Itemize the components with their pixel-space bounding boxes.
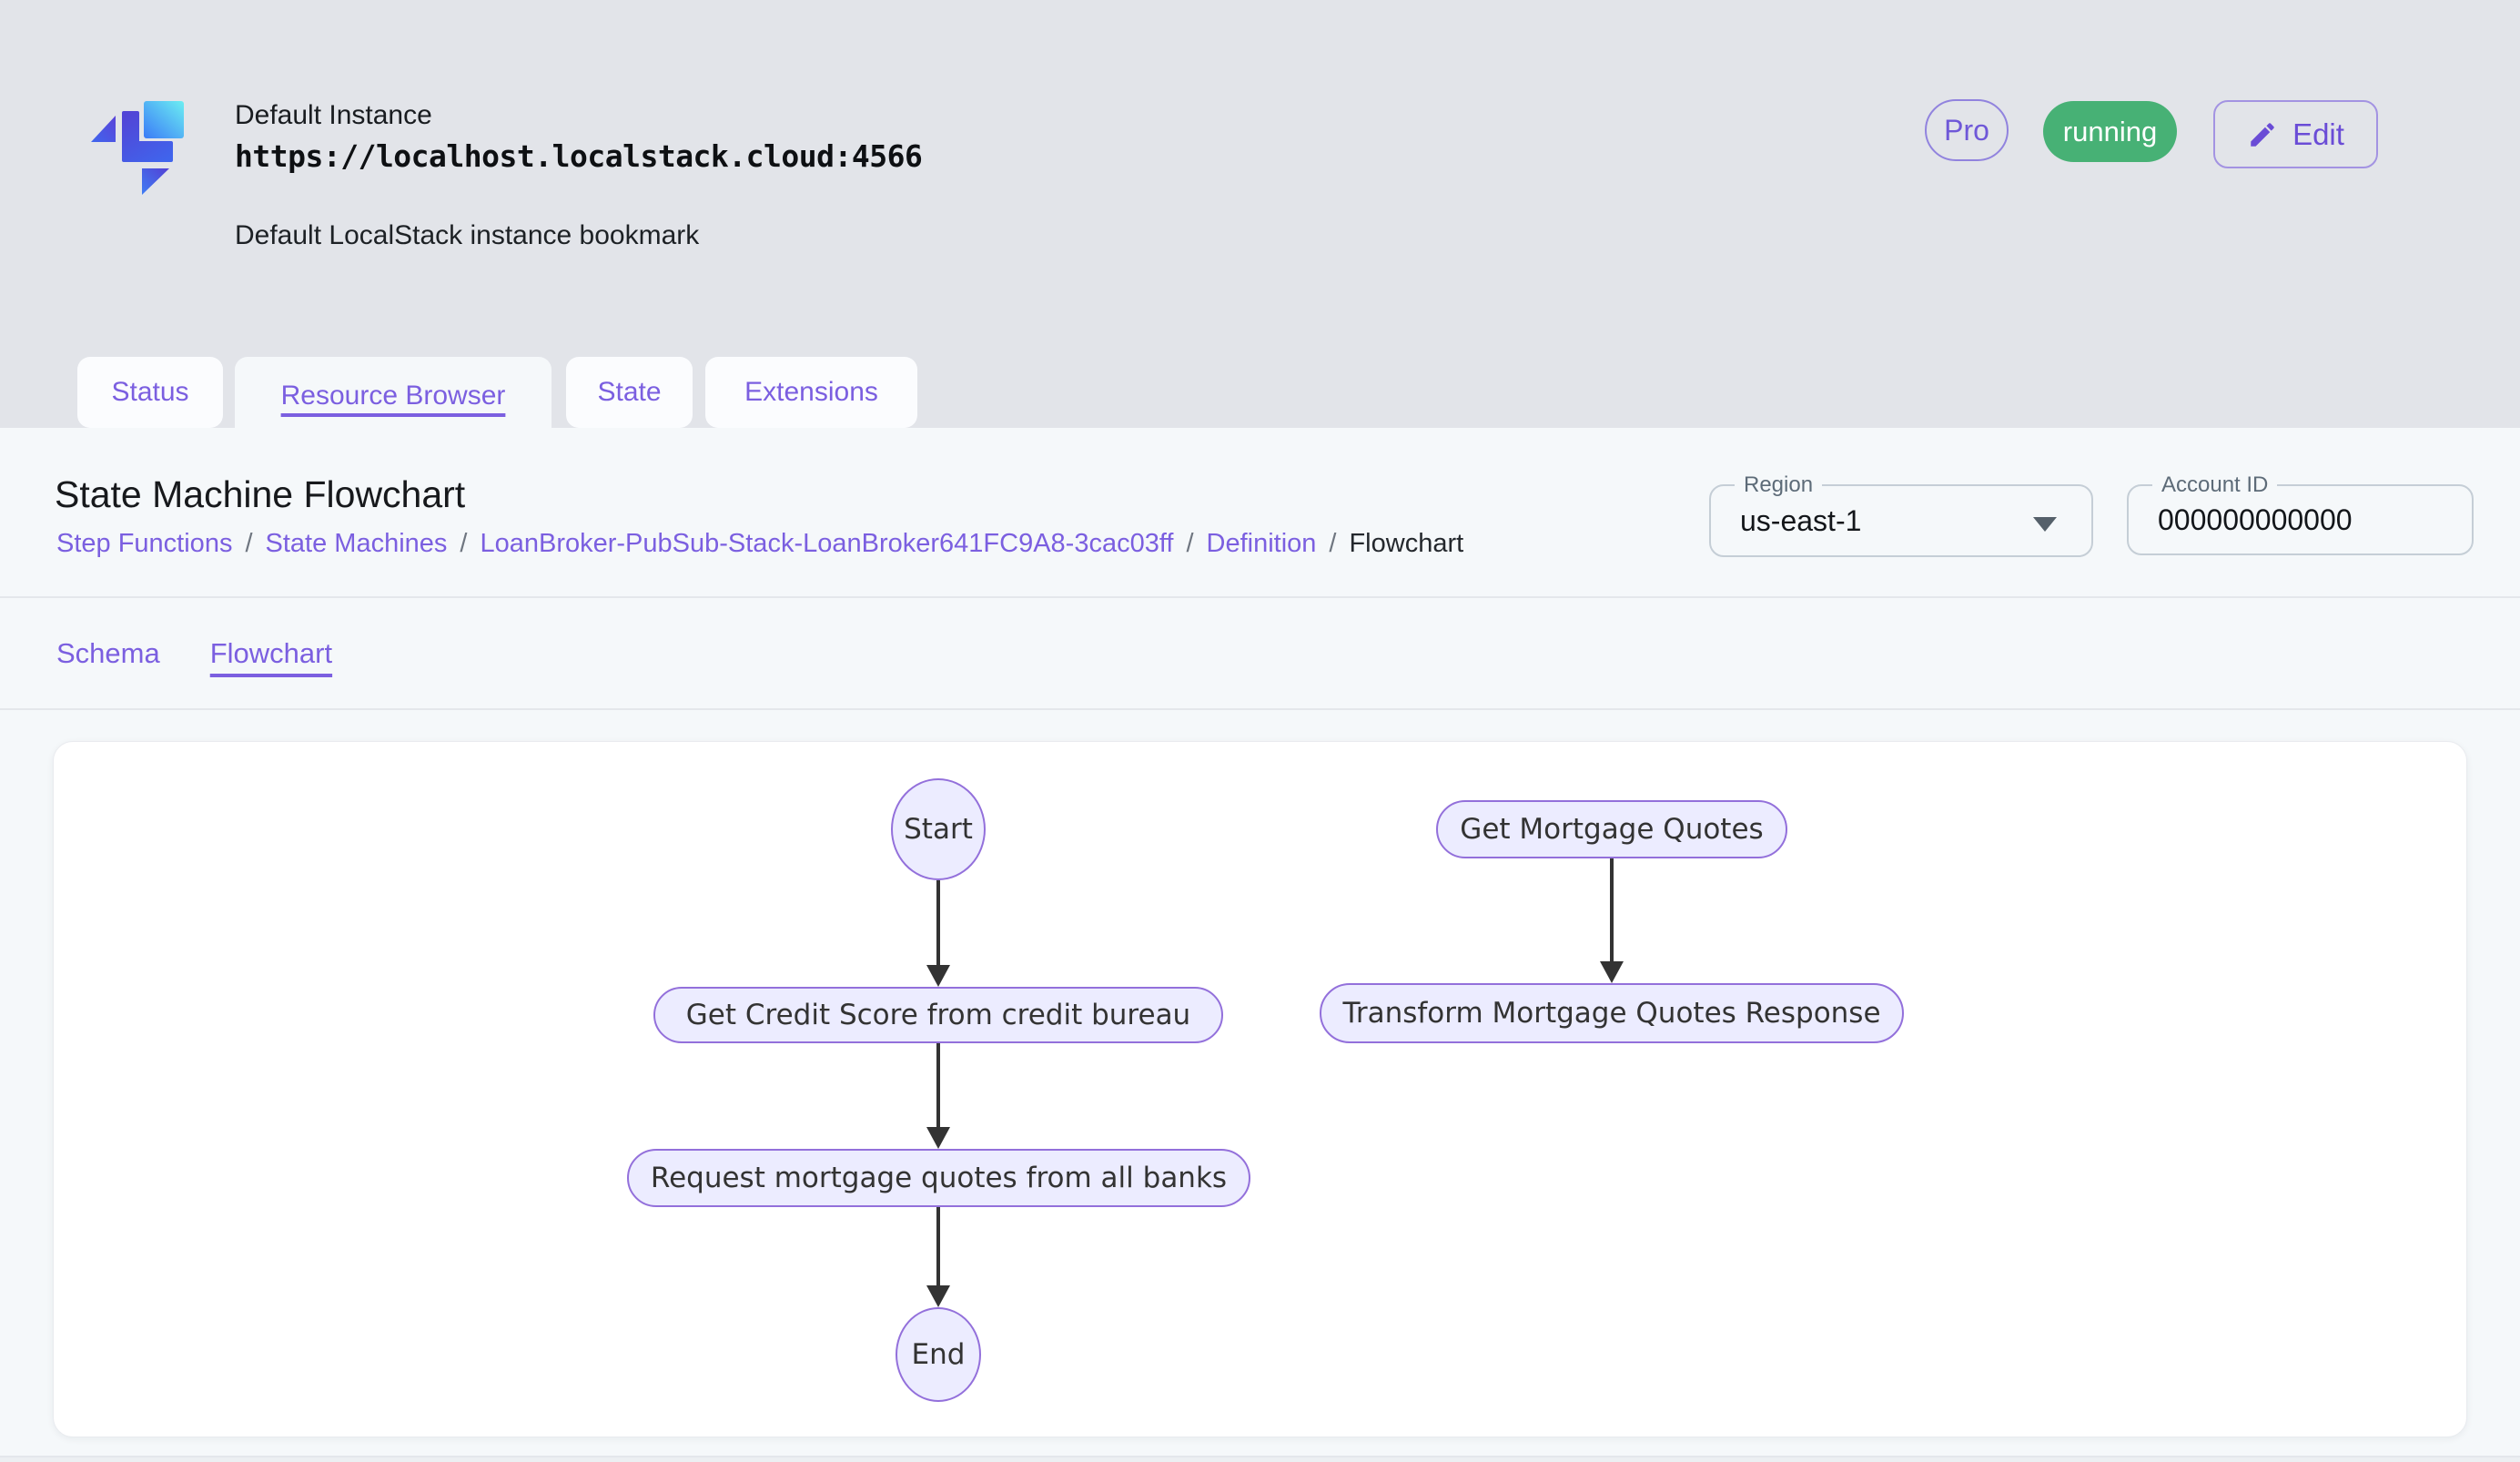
tab-status[interactable]: Status — [77, 357, 223, 428]
tab-status-label: Status — [111, 377, 189, 407]
chevron-down-icon — [2033, 517, 2057, 532]
instance-description: Default LocalStack instance bookmark — [235, 220, 700, 250]
breadcrumb-separator: / — [245, 529, 253, 558]
instance-name: Default Instance — [235, 100, 432, 130]
breadcrumb-state-machine-name[interactable]: LoanBroker-PubSub-Stack-LoanBroker641FC9… — [480, 529, 1174, 558]
flowchart-node-get-mortgage-quotes-label: Get Mortgage Quotes — [1460, 813, 1764, 846]
flowchart-node-end-label: End — [911, 1338, 966, 1371]
account-id-input[interactable] — [2129, 486, 2472, 553]
edit-button-label: Edit — [2292, 117, 2344, 151]
tab-extensions[interactable]: Extensions — [705, 357, 917, 428]
bottom-strip — [0, 1457, 2520, 1462]
tab-state[interactable]: State — [566, 357, 693, 428]
instance-url: https://localhost.localstack.cloud:4566 — [235, 138, 923, 174]
flowchart-edges — [926, 858, 1624, 1307]
region-select[interactable]: Region us-east-1 — [1709, 472, 2093, 557]
breadcrumb-state-machines[interactable]: State Machines — [265, 529, 448, 558]
subtab-schema[interactable]: Schema — [56, 637, 160, 669]
tab-resource-browser-label: Resource Browser — [280, 381, 506, 411]
flowchart-node-request-quotes: Request mortgage quotes from all banks — [627, 1149, 1250, 1207]
tab-resource-browser[interactable]: Resource Browser — [235, 357, 552, 435]
breadcrumb-separator: / — [1329, 529, 1337, 558]
flowchart-node-start-label: Start — [904, 813, 973, 846]
breadcrumb-current-flowchart: Flowchart — [1349, 529, 1464, 558]
breadcrumb-separator: / — [1186, 529, 1194, 558]
flowchart-node-request-quotes-label: Request mortgage quotes from all banks — [650, 1162, 1228, 1194]
breadcrumb: Step Functions / State Machines / LoanBr… — [56, 529, 1463, 559]
flowchart-node-start: Start — [891, 778, 986, 880]
flowchart-node-credit-score-label: Get Credit Score from credit bureau — [685, 999, 1191, 1031]
flowchart-card: Start Get Credit Score from credit burea… — [53, 741, 2467, 1437]
status-badge: running — [2043, 101, 2177, 162]
region-select-value: us-east-1 — [1740, 503, 1862, 537]
flowchart-node-transform-response-label: Transform Mortgage Quotes Response — [1342, 997, 1881, 1030]
region-select-label: Region — [1735, 472, 1823, 499]
breadcrumb-step-functions[interactable]: Step Functions — [56, 529, 233, 558]
bottom-divider — [0, 1456, 2520, 1457]
flowchart-node-credit-score: Get Credit Score from credit bureau — [653, 987, 1223, 1043]
definition-subtabs: Schema Flowchart — [56, 637, 332, 670]
flowchart-node-get-mortgage-quotes: Get Mortgage Quotes — [1436, 800, 1787, 858]
localstack-logo-icon — [91, 101, 184, 195]
tab-extensions-label: Extensions — [744, 377, 878, 407]
edit-button[interactable]: Edit — [2213, 100, 2378, 168]
tab-state-label: State — [597, 377, 662, 407]
subtab-flowchart[interactable]: Flowchart — [209, 637, 333, 669]
page-title: State Machine Flowchart — [55, 473, 466, 515]
flowchart-node-transform-response: Transform Mortgage Quotes Response — [1320, 983, 1904, 1043]
header-divider — [0, 596, 2520, 598]
breadcrumb-definition[interactable]: Definition — [1206, 529, 1317, 558]
breadcrumb-separator: / — [460, 529, 468, 558]
pencil-icon — [2251, 122, 2274, 147]
subtab-divider — [0, 708, 2520, 710]
pro-badge: Pro — [1925, 99, 2009, 161]
flowchart-node-end: End — [896, 1307, 981, 1402]
account-id-field: Account ID — [2127, 472, 2474, 555]
